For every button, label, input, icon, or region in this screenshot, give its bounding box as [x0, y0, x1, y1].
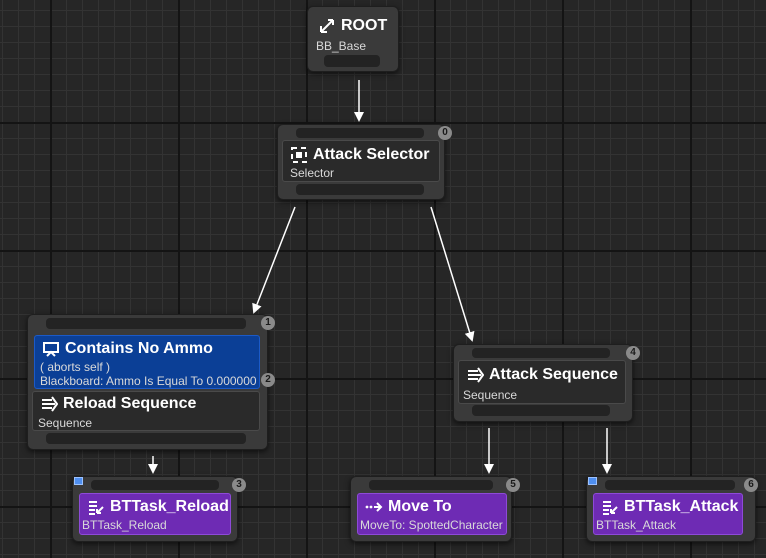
move-to-title: Move To: [365, 496, 452, 518]
root-title-text: ROOT: [341, 17, 388, 34]
attack-selector-input-pin[interactable]: [296, 128, 424, 138]
move-to-index-badge: 5: [506, 478, 520, 492]
bttask-attack-title: BTTask_Attack: [601, 496, 738, 518]
attack-sequence-subtitle: Sequence: [463, 388, 518, 402]
reload-sequence-body[interactable]: Reload Sequence Sequence: [32, 391, 260, 431]
sequence-arrows-icon: [466, 366, 484, 384]
attack-sequence-title: Attack Sequence: [466, 364, 618, 386]
move-to-icon: [365, 498, 383, 516]
bttask-reload-body: BTTask_Reload BTTask_Reload: [79, 493, 231, 535]
root-subtitle: BB_Base: [316, 39, 367, 53]
breakpoint-flag-icon: [588, 477, 597, 485]
reload-group-output-pin[interactable]: [46, 433, 246, 444]
contains-no-ammo-title-text: Contains No Ammo: [65, 340, 213, 357]
attack-selector-title-text: Attack Selector: [313, 146, 430, 163]
move-to-title-text: Move To: [388, 498, 452, 515]
move-to-subtitle: MoveTo: SpottedCharacter: [360, 518, 503, 532]
bttask-reload-index-badge: 3: [232, 478, 246, 492]
move-to-body: Move To MoveTo: SpottedCharacter: [357, 493, 507, 535]
attack-selector-title: Attack Selector: [290, 144, 430, 166]
contains-no-ammo-title: Contains No Ammo: [42, 338, 213, 360]
attack-selector-body: Attack Selector Selector: [282, 140, 440, 182]
bttask-reload-title: BTTask_Reload: [87, 496, 229, 518]
attack-selector-node[interactable]: Attack Selector Selector 0: [277, 124, 452, 200]
bttask-attack-input-pin[interactable]: [605, 480, 735, 490]
blackboard-monitor-icon: [42, 340, 60, 358]
attack-sequence-index-badge: 4: [626, 346, 640, 360]
reload-group-node[interactable]: 1 Contains No Ammo ( aborts self ) Black…: [27, 314, 275, 450]
contains-no-ammo-aborts: ( aborts self ): [40, 360, 111, 374]
task-list-icon: [601, 498, 619, 516]
breakpoint-flag-icon: [74, 477, 83, 485]
bttask-attack-index-badge: 6: [744, 478, 758, 492]
attack-sequence-output-pin[interactable]: [472, 405, 610, 416]
contains-no-ammo-index-badge: 2: [261, 373, 275, 387]
attack-selector-output-pin[interactable]: [296, 184, 424, 195]
move-to-node[interactable]: 5 Move To MoveTo: SpottedCharacter: [350, 476, 520, 542]
attack-sequence-node[interactable]: 4 Attack Sequence Sequence: [453, 344, 640, 422]
reload-sequence-title-text: Reload Sequence: [63, 395, 197, 412]
bttask-attack-title-text: BTTask_Attack: [624, 498, 739, 515]
bttask-attack-body: BTTask_Attack BTTask_Attack: [593, 493, 743, 535]
reload-sequence-subtitle: Sequence: [38, 416, 93, 430]
bttask-reload-input-pin[interactable]: [91, 480, 219, 490]
reload-group-input-pin[interactable]: [46, 318, 246, 329]
task-list-icon: [87, 498, 105, 516]
attack-selector-subtitle: Selector: [290, 166, 335, 180]
bttask-attack-subtitle: BTTask_Attack: [596, 518, 677, 532]
bttask-reload-subtitle: BTTask_Reload: [82, 518, 167, 532]
sequence-arrows-icon: [40, 395, 58, 413]
reload-sequence-title: Reload Sequence: [40, 393, 196, 415]
root-arrows-icon: [318, 17, 336, 35]
attack-sequence-title-text: Attack Sequence: [489, 366, 618, 383]
wire-selector-to-reload-group: [252, 206, 296, 314]
move-to-input-pin[interactable]: [369, 480, 493, 490]
root-output-pin[interactable]: [324, 55, 380, 67]
bttask-attack-node[interactable]: 6 BTTask_Attack BTTask_Attack: [586, 476, 758, 542]
attack-selector-index-badge: 0: [438, 126, 452, 140]
root-title: ROOT: [318, 15, 387, 37]
reload-group-index-badge: 1: [261, 316, 275, 330]
root-node[interactable]: ROOT BB_Base: [307, 6, 399, 72]
wire-selector-to-attack-sequence: [430, 206, 475, 342]
contains-no-ammo-condition: Blackboard: Ammo Is Equal To 0.000000: [40, 374, 257, 388]
selector-frame-icon: [290, 146, 308, 164]
bttask-reload-node[interactable]: 3 BTTask_Reload BTTask_Reload: [72, 476, 246, 542]
attack-sequence-body: Attack Sequence Sequence: [458, 360, 626, 404]
bttask-reload-title-text: BTTask_Reload: [110, 498, 229, 515]
attack-sequence-input-pin[interactable]: [472, 348, 610, 358]
contains-no-ammo-decorator[interactable]: Contains No Ammo ( aborts self ) Blackbo…: [34, 335, 260, 389]
